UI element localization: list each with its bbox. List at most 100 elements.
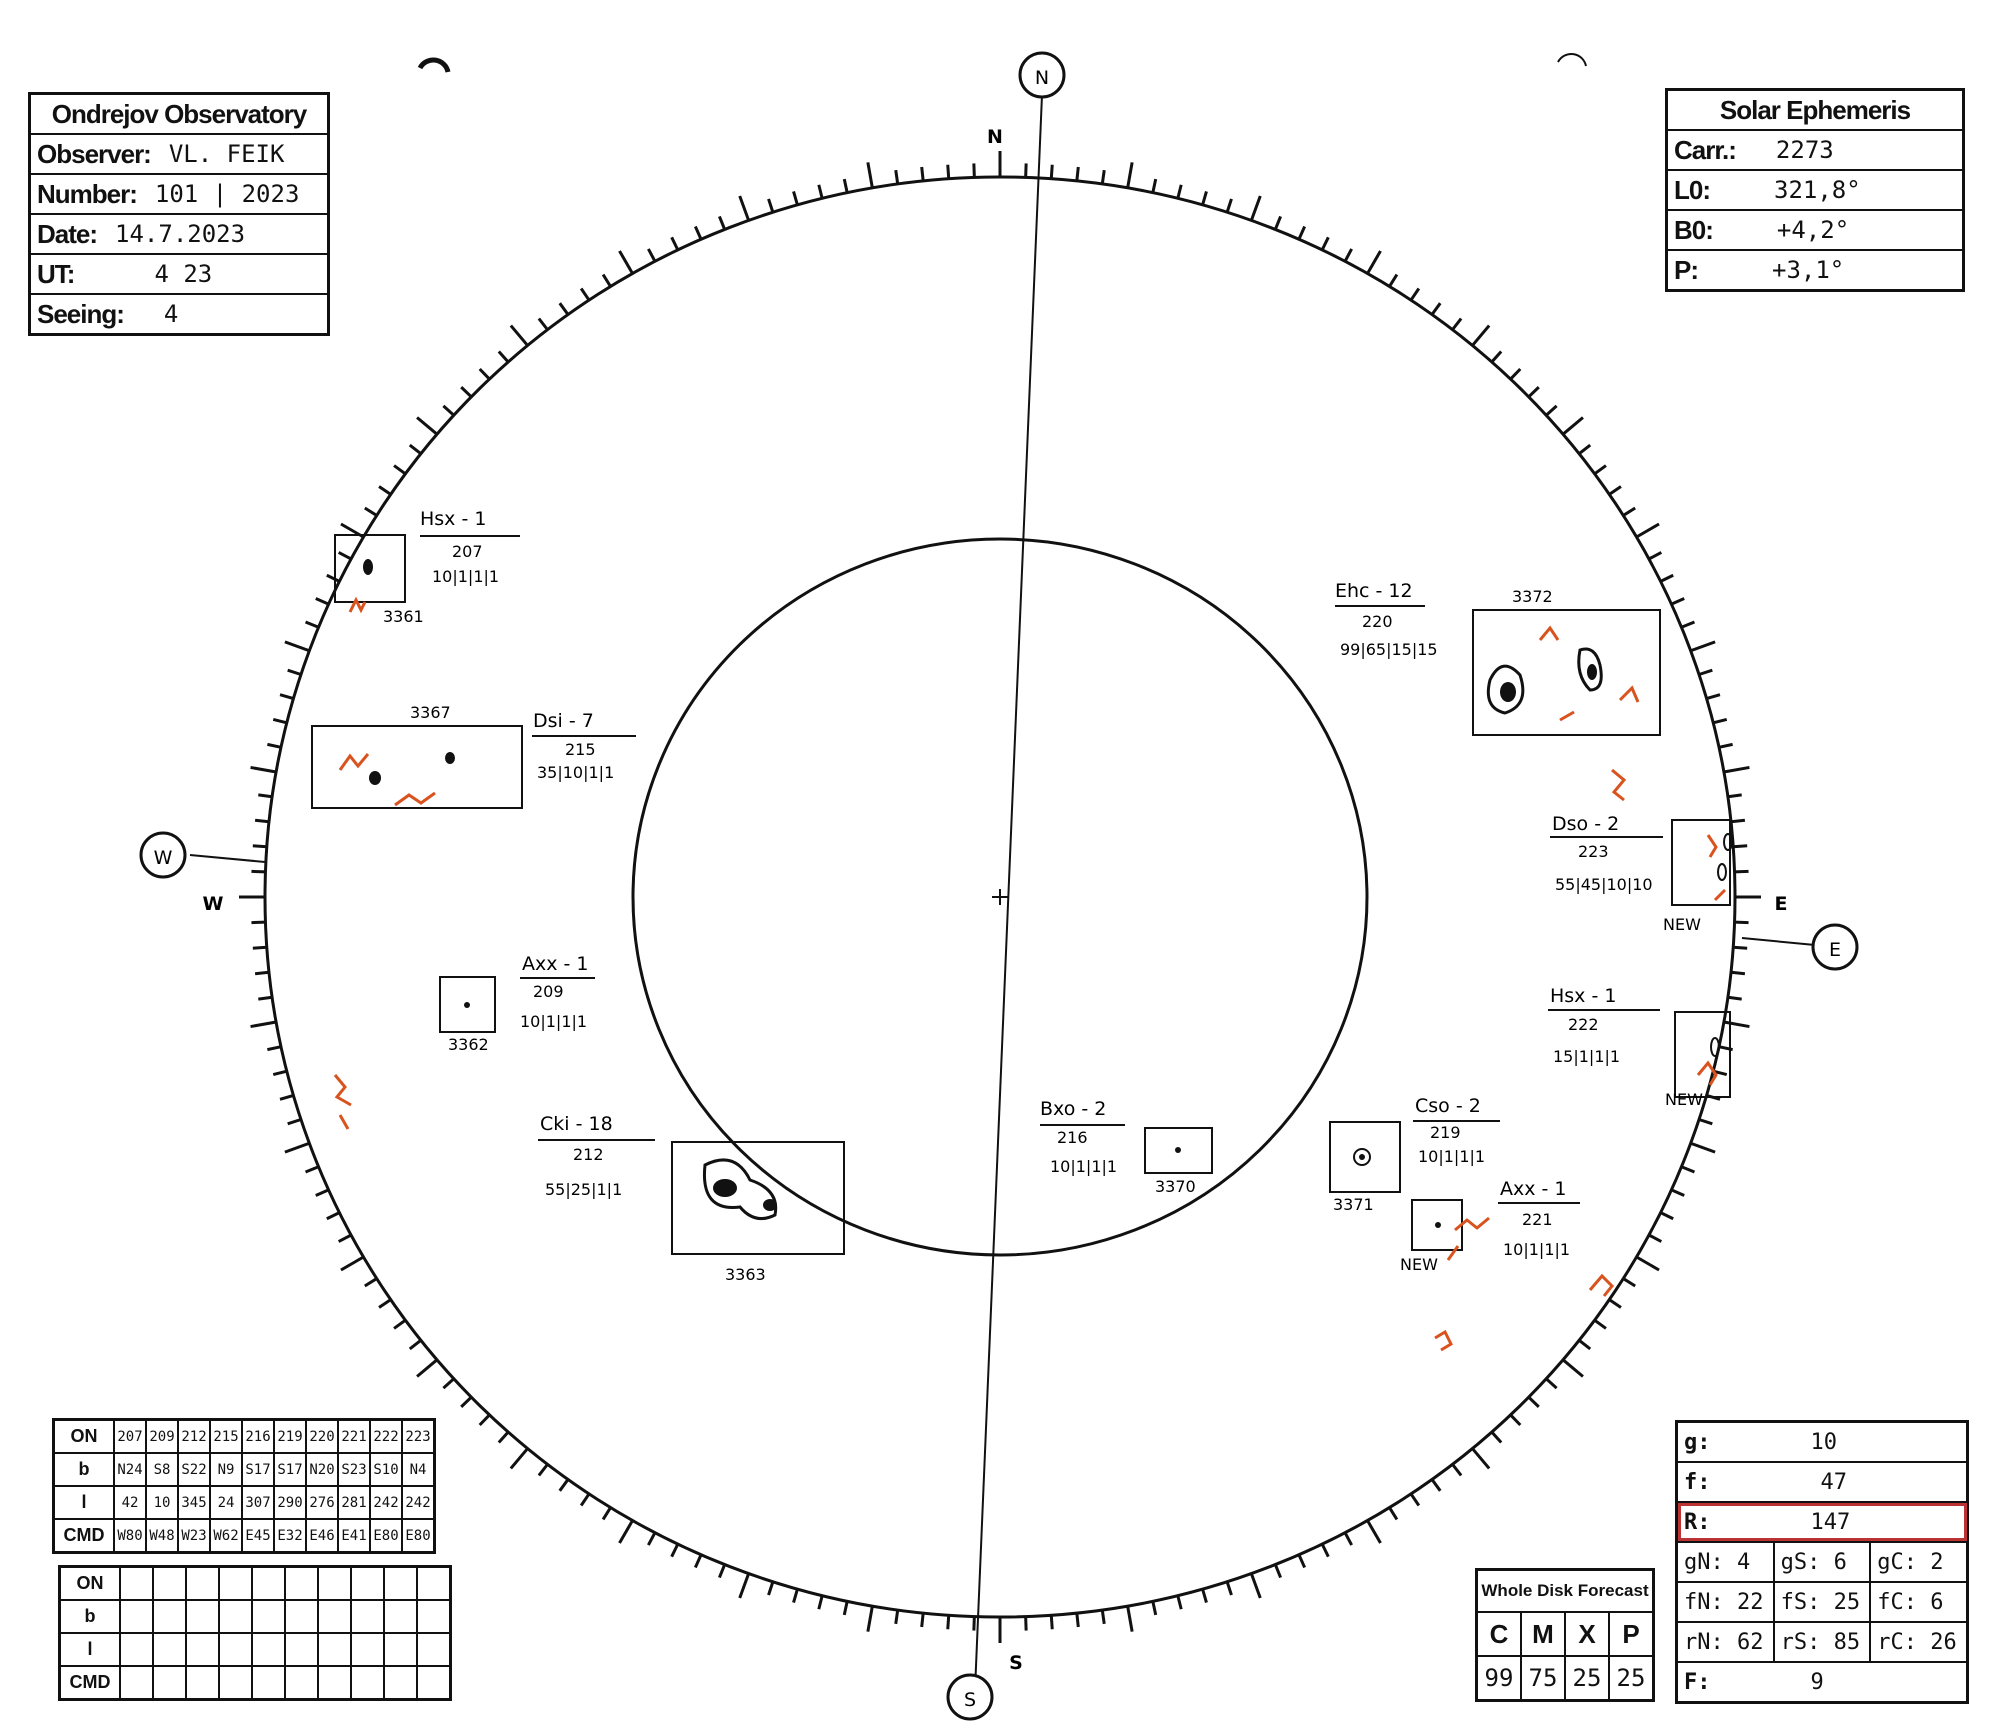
- limb-tick: [894, 1609, 900, 1625]
- inner-reference-circle: [631, 537, 1369, 1257]
- limb-tick: [337, 1233, 352, 1243]
- sunspot-group: Cso - 2 219 10|1|1|1 3371: [1329, 1095, 1500, 1214]
- observer-label: Observer:: [37, 138, 152, 169]
- group-classification: Dsi - 7: [533, 710, 594, 732]
- table-cell: 42: [113, 1485, 147, 1520]
- limb-tick: [1648, 551, 1663, 561]
- limb-tick: [1366, 1519, 1382, 1544]
- limb-tick: [326, 573, 341, 583]
- carr-row: Carr.: 2273: [1668, 129, 1962, 169]
- facula: [1611, 768, 1627, 802]
- group-carrington: 216: [1057, 1128, 1088, 1147]
- table-cell: E46: [305, 1518, 339, 1554]
- table-row: ON: [58, 1565, 452, 1601]
- limb-tick: [842, 1600, 849, 1616]
- table-cell: 345: [177, 1485, 211, 1520]
- table-row: b: [58, 1599, 452, 1634]
- table-cell: S8: [145, 1452, 179, 1487]
- group-classification: Hsx - 1: [420, 508, 486, 530]
- limb-tick: [1297, 225, 1307, 240]
- table-row: F:9: [1675, 1661, 1969, 1704]
- limb-tick: [1690, 1141, 1716, 1154]
- south-label: S: [1009, 1652, 1023, 1674]
- fn-value: fN: 22: [1675, 1581, 1775, 1623]
- table-cell: W80: [113, 1518, 147, 1554]
- limb-tick: [1075, 1612, 1080, 1628]
- limb-tick: [1249, 1573, 1262, 1599]
- limb-tick: [442, 404, 455, 417]
- limb-tick: [1075, 166, 1080, 182]
- limb-tick: [1698, 1118, 1713, 1126]
- limb-tick: [254, 970, 270, 976]
- facula: [338, 753, 370, 771]
- gc-value: gC: 2: [1869, 1541, 1969, 1583]
- north-marker-label: N: [1035, 67, 1049, 89]
- limb-tick: [364, 506, 378, 517]
- limb-tick: [258, 995, 273, 1001]
- l0-value: 321,8°: [1774, 176, 1861, 204]
- solar-ephemeris-box: Solar Ephemeris Carr.: 2273 L0: 321,8° B…: [1665, 88, 1965, 292]
- group-frame: [439, 976, 496, 1033]
- b0-row: B0: +4,2°: [1668, 209, 1962, 249]
- table-cell: 276: [305, 1485, 339, 1520]
- limb-tick: [340, 1255, 365, 1272]
- limb-tick: [866, 1605, 874, 1632]
- group-counts: 10|1|1|1: [1050, 1157, 1117, 1176]
- forecast-header: M: [1520, 1611, 1566, 1657]
- p-value: +3,1°: [1772, 256, 1845, 284]
- limb-tick: [393, 1318, 407, 1330]
- g-label: g:: [1684, 1429, 1711, 1455]
- limb-tick: [1608, 485, 1622, 496]
- limb-tick: [693, 1554, 703, 1569]
- penumbra: [1486, 664, 1525, 715]
- limb-tick: [920, 1612, 925, 1628]
- limb-tick: [1690, 640, 1716, 653]
- l0-row: L0: 321,8°: [1668, 169, 1962, 209]
- table-cell: 219: [273, 1418, 307, 1454]
- F-value: 9: [1810, 1669, 1824, 1695]
- facula: [1538, 625, 1640, 722]
- sunspot: [1587, 664, 1597, 680]
- limb-tick: [1126, 162, 1134, 189]
- empty-position-table: ON b l CMD: [58, 1565, 452, 1701]
- b0-label: B0:: [1674, 214, 1714, 245]
- table-cell: W62: [209, 1518, 243, 1554]
- limb-tick: [1670, 597, 1685, 606]
- limb-tick: [946, 164, 951, 179]
- limb-tick: [537, 317, 549, 331]
- limb-tick: [509, 1447, 529, 1470]
- limb-tick: [1670, 1188, 1685, 1197]
- south-marker-circle: [946, 1673, 994, 1721]
- table-cell: N4: [401, 1452, 436, 1487]
- limb-tick: [1409, 287, 1421, 301]
- limb-tick: [460, 386, 473, 398]
- limb-tick: [378, 1298, 392, 1309]
- sunspot: [1175, 1147, 1181, 1153]
- limb-tick: [284, 1141, 310, 1154]
- limb-tick: [364, 1277, 378, 1288]
- group-noaa: 3367: [410, 703, 451, 722]
- ut-label: UT:: [37, 258, 75, 289]
- group-noaa: NEW: [1400, 1255, 1438, 1274]
- west-label: W: [203, 893, 224, 915]
- group-noaa: NEW: [1665, 1090, 1703, 1109]
- group-noaa: NEW: [1663, 915, 1701, 934]
- limb-tick: [894, 169, 900, 185]
- limb-tick: [738, 1573, 751, 1599]
- group-carrington: 220: [1362, 612, 1393, 631]
- g-value: 10: [1810, 1429, 1838, 1455]
- limb-tick: [1273, 1564, 1282, 1579]
- limb-tick: [442, 1377, 455, 1390]
- group-frame: [1472, 609, 1661, 736]
- limb-tick: [601, 273, 612, 288]
- limb-tick: [1343, 248, 1353, 262]
- sunspot-group: Bxo - 2 216 10|1|1|1 3370: [1040, 1098, 1213, 1196]
- row-label: CMD: [58, 1665, 121, 1701]
- table-cell: 242: [369, 1485, 403, 1520]
- limb-tick: [1578, 1339, 1592, 1351]
- limb-tick: [408, 1339, 422, 1351]
- limb-tick: [287, 1118, 302, 1126]
- table-cell: S23: [337, 1452, 371, 1487]
- table-cell: 212: [177, 1418, 211, 1454]
